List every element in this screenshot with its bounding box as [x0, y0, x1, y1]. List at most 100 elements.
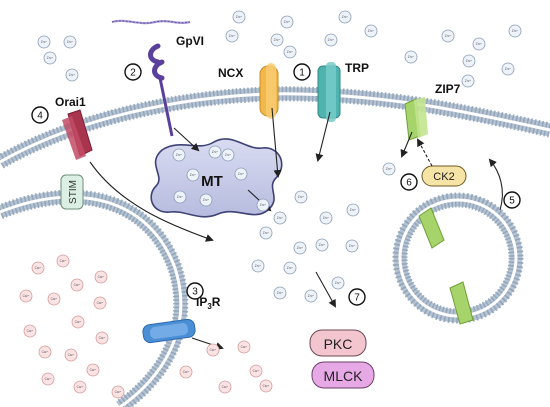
- zinc-ion-label: Zn²⁺: [284, 20, 291, 24]
- calcium-ion-label: Ca²⁺: [23, 294, 30, 298]
- step-number: 2: [130, 68, 136, 79]
- calcium-ion-label: Ca²⁺: [97, 301, 104, 305]
- zinc-ion: Zn²⁺: [280, 15, 294, 29]
- zinc-ion: Zn²⁺: [382, 162, 396, 176]
- calcium-ion: Ca²⁺: [237, 340, 251, 354]
- zinc-ion: Zn²⁺: [273, 286, 287, 300]
- arrow-ck2-zip7: [417, 138, 433, 167]
- calcium-ion-label: Ca²⁺: [77, 385, 84, 389]
- zinc-ion-label: Zn²⁺: [212, 150, 219, 154]
- calcium-ion: Ca²⁺: [179, 365, 193, 379]
- zinc-ion-label: Zn²⁺: [177, 195, 184, 199]
- step-marker-4: 4: [31, 106, 49, 124]
- ncx-label: NCX: [218, 66, 243, 80]
- zinc-ion-label: Zn²⁺: [287, 50, 294, 54]
- zinc-ion-label: Zn²⁺: [274, 38, 281, 42]
- calcium-ion-label: Ca²⁺: [253, 369, 260, 373]
- zinc-ion-label: Zn²⁺: [236, 15, 243, 19]
- zinc-ion: Zn²⁺: [324, 33, 338, 47]
- ck2-kinase: [421, 165, 467, 187]
- calcium-ion: Ca²⁺: [70, 278, 84, 292]
- step-number: 7: [354, 293, 360, 304]
- step-number: 4: [37, 111, 43, 122]
- step-marker-7: 7: [348, 288, 366, 306]
- zinc-ion-label: Zn²⁺: [203, 198, 210, 202]
- zinc-ion: Zn²⁺: [273, 211, 287, 225]
- zinc-ion: Zn²⁺: [501, 62, 515, 76]
- pkc-kinase: [309, 329, 367, 357]
- zinc-ion-label: Zn²⁺: [176, 153, 183, 157]
- zinc-ion-label: Zn²⁺: [190, 173, 197, 177]
- zinc-ion-label: Zn²⁺: [335, 281, 342, 285]
- zinc-ion: Zn²⁺: [259, 226, 273, 240]
- zinc-ion-label: Zn²⁺: [328, 38, 335, 42]
- zinc-ion-label: Zn²⁺: [260, 203, 267, 207]
- zip7-vesicle-top: [418, 207, 445, 249]
- calcium-ion: Ca²⁺: [249, 364, 263, 378]
- zinc-ion: Zn²⁺: [338, 10, 352, 24]
- calcium-ion: Ca²⁺: [218, 380, 232, 394]
- ip3r-label: IP3R: [196, 295, 221, 311]
- arrow-ncx: [271, 107, 282, 178]
- zinc-ion: Zn²⁺: [315, 238, 329, 252]
- zinc-ion-label: Zn²⁺: [255, 264, 262, 268]
- zip7-transporter: [404, 97, 428, 141]
- mt-label: MT: [201, 173, 223, 190]
- zinc-ion-label: Zn²⁺: [465, 79, 472, 83]
- calcium-ion-label: Ca²⁺: [90, 368, 97, 372]
- zinc-ion: Zn²⁺: [232, 10, 246, 24]
- calcium-ion: Ca²⁺: [95, 331, 109, 345]
- zinc-ion-label: Zn²⁺: [505, 67, 512, 71]
- zinc-ion: Zn²⁺: [270, 33, 284, 47]
- zinc-ion: Zn²⁺: [346, 203, 360, 217]
- ck2-label: CK2: [433, 171, 454, 183]
- pkc-label: PKC: [324, 336, 353, 352]
- calcium-ion: Ca²⁺: [71, 315, 85, 329]
- zinc-ion: Zn²⁺: [319, 211, 333, 225]
- zinc-ion: Zn²⁺: [304, 289, 318, 303]
- zinc-ion: Zn²⁺: [404, 50, 418, 64]
- zinc-ion: Zn²⁺: [345, 239, 359, 253]
- zinc-ion: Zn²⁺: [294, 190, 308, 204]
- calcium-ion-label: Ca²⁺: [68, 353, 75, 357]
- ncx-exchanger: [259, 63, 279, 119]
- zinc-ion: Zn²⁺: [173, 190, 187, 204]
- zinc-ion: Zn²⁺: [225, 29, 239, 43]
- arrow-zinc-pkc: [315, 271, 336, 308]
- zinc-ion-label: Zn²⁺: [277, 291, 284, 295]
- calcium-ion: Ca²⁺: [111, 385, 125, 399]
- mlck-kinase: [311, 361, 375, 389]
- calcium-ion: Ca²⁺: [86, 363, 100, 377]
- calcium-ion: Ca²⁺: [56, 254, 70, 268]
- zinc-ion-label: Zn²⁺: [308, 294, 315, 298]
- calcium-ion: Ca²⁺: [64, 348, 78, 362]
- gpvi-receptor: [111, 19, 191, 137]
- zinc-ion-label: Zn²⁺: [67, 40, 74, 44]
- calcium-ion-label: Ca²⁺: [51, 297, 58, 301]
- zip7-label: ZIP7: [435, 82, 461, 96]
- zinc-ion: Zn²⁺: [221, 148, 235, 162]
- zinc-ion-label: Zn²⁺: [41, 40, 48, 44]
- calcium-ion-label: Ca²⁺: [98, 275, 105, 279]
- zinc-ion-label: Zn²⁺: [466, 59, 473, 63]
- zinc-ion-label: Zn²⁺: [476, 42, 483, 46]
- calcium-ion: Ca²⁺: [19, 289, 33, 303]
- step-number: 6: [406, 178, 412, 189]
- ip3r-channel: [142, 318, 196, 344]
- zinc-ion-label: Zn²⁺: [342, 15, 349, 19]
- zinc-ion: Zn²⁺: [234, 167, 248, 181]
- calcium-ion-label: Ca²⁺: [222, 385, 229, 389]
- zinc-ion: Zn²⁺: [186, 168, 200, 182]
- calcium-ion: Ca²⁺: [23, 324, 37, 338]
- zinc-ion: Zn²⁺: [37, 35, 51, 49]
- zinc-ion-label: Zn²⁺: [323, 216, 330, 220]
- zinc-ion: Zn²⁺: [283, 261, 297, 275]
- zinc-ion: Zn²⁺: [461, 74, 475, 88]
- mlck-label: MLCK: [324, 368, 364, 384]
- zinc-ion-label: Zn²⁺: [229, 34, 236, 38]
- zinc-ion-label: Zn²⁺: [319, 243, 326, 247]
- zinc-ion-label: Zn²⁺: [277, 216, 284, 220]
- calcium-ion: Ca²⁺: [73, 380, 87, 394]
- arrow-vesicle: [488, 158, 503, 211]
